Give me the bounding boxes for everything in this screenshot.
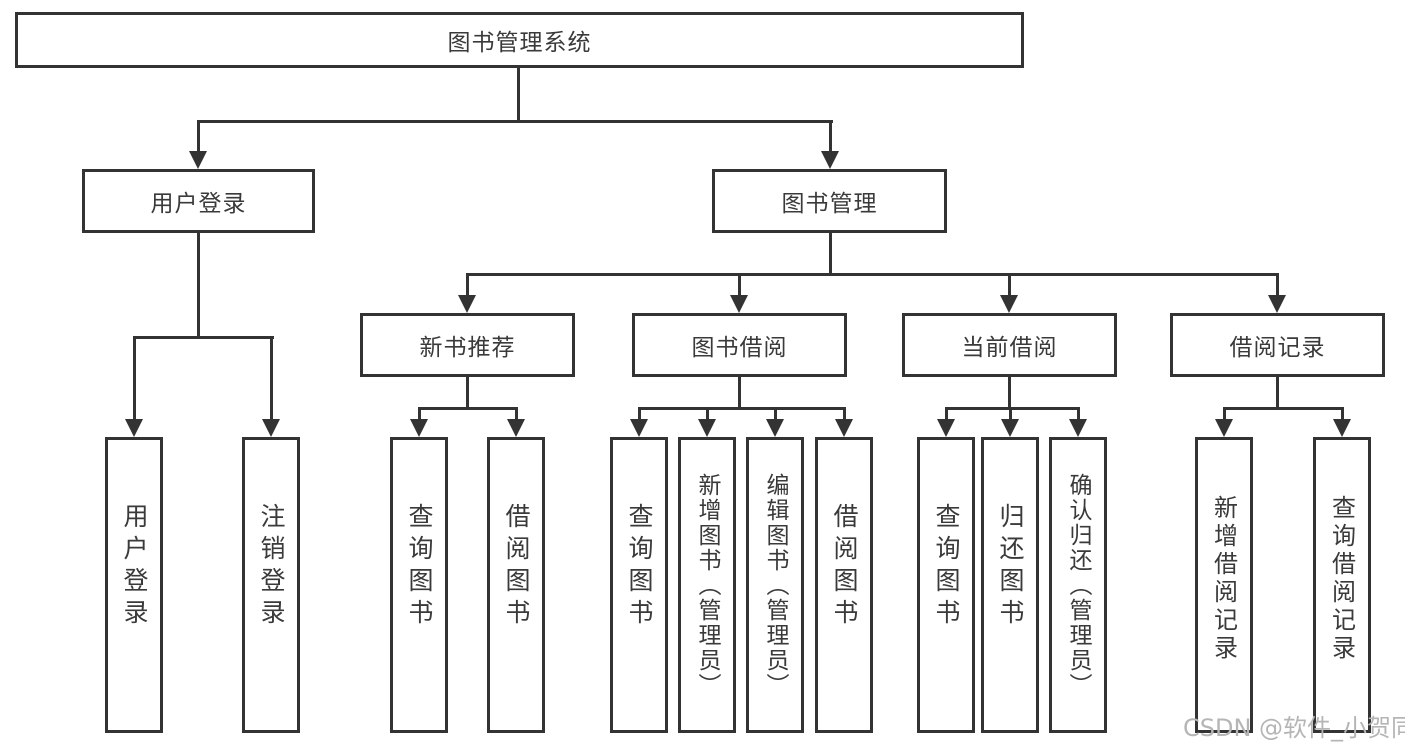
leaf-label: 查询图书 [625,503,654,631]
leaf-label: 用户登录 [120,503,149,631]
connector-line [466,273,1279,276]
connector-line [1276,377,1279,407]
connector-line [1008,273,1011,297]
leaf-recommend-query-books: 查询图书 [390,437,448,733]
connector-line [517,68,520,121]
node-book-borrow: 图书借阅 [632,313,847,377]
arrow-down-icon [1268,295,1286,313]
leaf-current-confirm-return-admin: 确认归还（管理员） [1049,437,1107,733]
connector-line [774,407,777,421]
leaf-label: 借阅图书 [830,503,859,631]
connector-line [1276,273,1279,297]
node-label: 新书推荐 [419,335,516,361]
connector-line [1223,407,1344,410]
connector-line [515,407,518,421]
connector-line [1223,407,1226,421]
node-current-borrow: 当前借阅 [902,313,1117,377]
connector-line [829,120,832,154]
arrow-down-icon [730,295,748,313]
node-label: 图书借阅 [691,335,788,361]
connector-line [133,336,136,421]
connector-line [945,407,1080,410]
node-borrow-records: 借阅记录 [1170,313,1385,377]
arrow-down-icon [698,419,716,437]
node-label: 当前借阅 [961,335,1058,361]
leaf-label: 编辑图书（管理员） [762,472,788,698]
leaf-user-login: 用户登录 [105,437,163,733]
connector-line [270,336,273,421]
arrow-down-icon [1000,295,1018,313]
leaf-label: 新增借阅记录 [1209,495,1238,663]
leaf-borrow-borrow-books: 借阅图书 [815,437,873,733]
connector-line [197,120,833,123]
leaf-label: 确认归还（管理员） [1065,472,1091,698]
leaf-label: 新增图书（管理员） [694,472,720,698]
connector-line [638,407,846,410]
leaf-current-query-books: 查询图书 [917,437,975,733]
connector-line [1008,377,1011,407]
connector-line [466,377,469,407]
leaf-label: 借阅图书 [502,503,531,631]
node-library-system: 图书管理系统 [15,12,1024,68]
connector-line [638,407,641,421]
arrow-down-icon [630,419,648,437]
node-user-login: 用户登录 [82,169,315,233]
arrow-down-icon [507,419,525,437]
arrow-down-icon [125,419,143,437]
connector-line [466,273,469,297]
connector-line [418,407,421,421]
leaf-borrow-add-books-admin: 新增图书（管理员） [678,437,736,733]
arrow-down-icon [937,419,955,437]
leaf-recommend-borrow-books: 借阅图书 [487,437,545,733]
arrow-down-icon [1215,419,1233,437]
connector-line [1341,407,1344,421]
leaf-label: 查询借阅记录 [1327,495,1356,663]
connector-line [1077,407,1080,421]
connector-line [706,407,709,421]
leaf-label: 查询图书 [405,503,434,631]
connector-line [829,233,832,273]
leaf-records-add-record: 新增借阅记录 [1195,437,1253,733]
connector-line [197,120,200,154]
leaf-records-query-record: 查询借阅记录 [1313,437,1371,733]
leaf-borrow-query-books: 查询图书 [610,437,668,733]
leaf-logout: 注销登录 [242,437,300,733]
connector-line [197,233,200,336]
arrow-down-icon [262,419,280,437]
arrow-down-icon [821,151,839,169]
connector-line [133,336,274,339]
node-book-management: 图书管理 [712,169,947,233]
arrow-down-icon [835,419,853,437]
leaf-current-return-books: 归还图书 [981,437,1039,733]
arrow-down-icon [458,295,476,313]
node-label: 用户登录 [150,191,247,217]
node-new-book-recommend: 新书推荐 [360,313,575,377]
arrow-down-icon [189,151,207,169]
watermark: CSDN @软件_小贺同学 [1183,714,1405,742]
arrow-down-icon [410,419,428,437]
arrow-down-icon [766,419,784,437]
node-label: 图书管理 [781,191,878,217]
leaf-label: 归还图书 [996,503,1025,631]
node-label: 借阅记录 [1229,335,1326,361]
leaf-label: 查询图书 [932,503,961,631]
connector-line [738,273,741,297]
leaf-borrow-edit-books-admin: 编辑图书（管理员） [746,437,804,733]
connector-line [738,377,741,407]
connector-line [418,407,518,410]
connector-line [945,407,948,421]
connector-line [1009,407,1012,421]
node-label: 图书管理系统 [447,30,592,56]
arrow-down-icon [1333,419,1351,437]
arrow-down-icon [1001,419,1019,437]
connector-line [843,407,846,421]
arrow-down-icon [1069,419,1087,437]
leaf-label: 注销登录 [257,503,286,631]
